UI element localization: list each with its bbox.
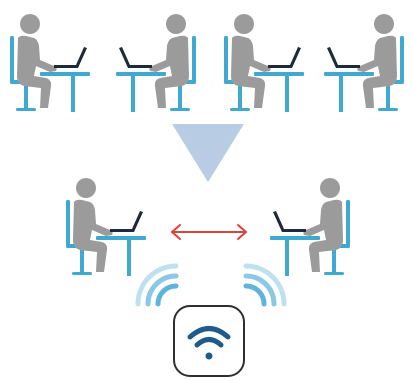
signal-waves-icon: [243, 263, 287, 307]
person-at-laptop-icon: [10, 14, 90, 112]
person-at-laptop-icon: [270, 178, 350, 276]
top-row: [10, 14, 404, 112]
person-at-laptop-icon: [66, 178, 146, 276]
arrow-down-icon: [172, 124, 244, 182]
wifi-router: [173, 305, 245, 377]
double-headed-arrow-icon: [171, 224, 247, 240]
bottom-row: [66, 178, 350, 276]
person-at-laptop-icon: [324, 14, 404, 112]
signal-waves-icon: [135, 263, 179, 307]
person-at-laptop-icon: [116, 14, 196, 112]
person-at-laptop-icon: [224, 14, 304, 112]
wifi-icon: [187, 326, 231, 360]
